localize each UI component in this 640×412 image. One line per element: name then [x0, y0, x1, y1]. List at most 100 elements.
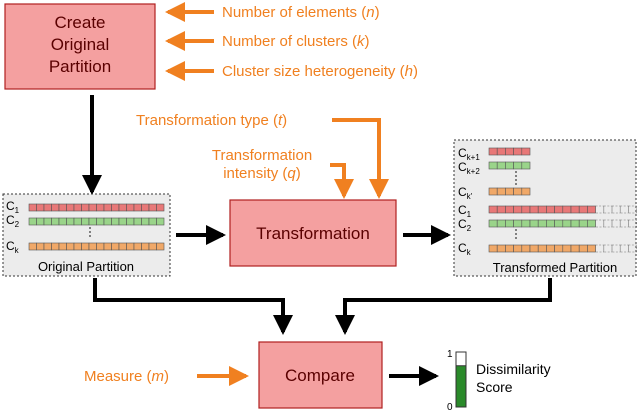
cluster-element-cell: [28, 217, 37, 226]
cluster-element-cell: [587, 205, 596, 214]
cluster-element-cell: [505, 187, 514, 196]
cluster-element-cell: [28, 242, 37, 251]
original-partition-caption: Original Partition: [38, 259, 134, 274]
transformed-ck1-label: Ck+1: [458, 146, 480, 162]
cluster-element-cell: [51, 242, 60, 251]
param-t-arrow: [332, 118, 389, 199]
cluster-element-cell: [529, 219, 539, 228]
cluster-element-cell: [81, 203, 90, 212]
transformed-ckp-label: Ck': [458, 185, 473, 201]
transformed-cluster-row: [488, 205, 637, 214]
cluster-element-cell: [546, 205, 555, 214]
cluster-element-cell: [148, 203, 157, 212]
cluster-element-cell: [505, 147, 514, 156]
cluster-element-cell: [513, 147, 523, 156]
cluster-element-cell: [73, 217, 82, 226]
param-q-line2: intensity (q): [223, 165, 301, 182]
cluster-element-cell: [156, 217, 165, 226]
cluster-element-cell: [156, 242, 165, 251]
cluster-element-cell: [126, 242, 135, 251]
original-cluster-row: [28, 217, 165, 226]
transformation-label: Transformation: [256, 224, 370, 243]
cluster-element-cell: [141, 242, 150, 251]
cluster-element-cell: [537, 205, 547, 214]
cluster-element-cell: [505, 161, 514, 170]
original-partition-panel: C1 C2 Ck Original Partition: [2, 193, 171, 277]
cluster-element-cell: [521, 161, 531, 170]
cluster-element-cell: [88, 203, 97, 212]
empty-element-cell: [628, 205, 637, 214]
cluster-element-cell: [36, 242, 45, 251]
cluster-element-cell: [496, 161, 506, 170]
create-partition-box: Create Original Partition: [4, 3, 156, 90]
cluster-element-cell: [546, 244, 555, 253]
transformed-partition-panel: Ck+1 Ck+2 Ck' C1 C2 Ck Transformed Parti…: [453, 139, 637, 277]
cluster-element-cell: [529, 205, 539, 214]
cluster-element-cell: [513, 205, 523, 214]
transformed-cluster-row: [488, 161, 531, 170]
gauge-max-label: 1: [447, 349, 453, 360]
ellipsis-dot: [89, 231, 91, 233]
cluster-element-cell: [496, 187, 506, 196]
param-m-label: Measure (m): [84, 368, 169, 385]
cluster-element-cell: [118, 217, 127, 226]
cluster-element-cell: [51, 203, 60, 212]
cluster-element-cell: [81, 242, 90, 251]
cluster-element-cell: [554, 244, 564, 253]
param-k-label: Number of clusters (k): [222, 33, 370, 50]
cluster-element-cell: [81, 217, 90, 226]
cluster-element-cell: [118, 242, 127, 251]
dissimilarity-gauge: 1 0 Dissimilarity Score: [447, 349, 551, 412]
original-c1-label: C1: [6, 199, 20, 215]
ellipsis-dot: [515, 237, 517, 239]
cluster-element-cell: [148, 217, 157, 226]
cluster-element-cell: [496, 205, 506, 214]
transformed-c2-label: C2: [458, 217, 472, 233]
transformed-cluster-row: [488, 147, 531, 156]
cluster-element-cell: [43, 203, 52, 212]
ellipsis-dot: [515, 179, 517, 181]
empty-element-cell: [603, 219, 613, 228]
ellipsis-dot: [89, 227, 91, 229]
cluster-element-cell: [36, 217, 45, 226]
param-h-label: Cluster size heterogeneity (h): [222, 63, 418, 80]
cluster-element-cell: [103, 203, 112, 212]
cluster-element-cell: [488, 187, 498, 196]
cluster-element-cell: [88, 242, 97, 251]
cluster-element-cell: [554, 205, 564, 214]
param-t-label: Transformation type (t): [136, 112, 287, 129]
transformed-cluster-row: [488, 219, 637, 228]
cluster-element-cell: [578, 219, 588, 228]
empty-element-cell: [611, 205, 621, 214]
cluster-element-cell: [96, 217, 105, 226]
empty-element-cell: [619, 244, 629, 253]
create-line-2: Original: [51, 35, 110, 54]
cluster-element-cell: [51, 217, 60, 226]
cluster-element-cell: [66, 203, 75, 212]
param-n-label: Number of elements (n): [222, 4, 380, 21]
original-to-compare-arrow: [93, 278, 293, 335]
empty-element-cell: [603, 205, 613, 214]
cluster-element-cell: [513, 161, 523, 170]
cluster-element-cell: [141, 217, 150, 226]
transformed-to-compare-arrow: [335, 278, 552, 335]
cluster-element-cell: [88, 217, 97, 226]
empty-element-cell: [628, 219, 637, 228]
ellipsis-dot: [515, 171, 517, 173]
cluster-element-cell: [66, 217, 75, 226]
cluster-element-cell: [505, 244, 514, 253]
cluster-element-cell: [28, 203, 37, 212]
empty-element-cell: [595, 205, 605, 214]
cluster-element-cell: [133, 242, 142, 251]
cluster-element-cell: [562, 244, 572, 253]
cluster-element-cell: [488, 147, 498, 156]
cluster-element-cell: [546, 219, 555, 228]
gauge-min-label: 0: [447, 402, 453, 412]
cluster-element-cell: [488, 205, 498, 214]
cluster-element-cell: [73, 242, 82, 251]
transformed-ck-label: Ck: [458, 241, 472, 257]
empty-element-cell: [619, 219, 629, 228]
transformed-cluster-row: [488, 187, 531, 196]
cluster-element-cell: [111, 217, 120, 226]
original-cluster-row: [28, 203, 165, 212]
